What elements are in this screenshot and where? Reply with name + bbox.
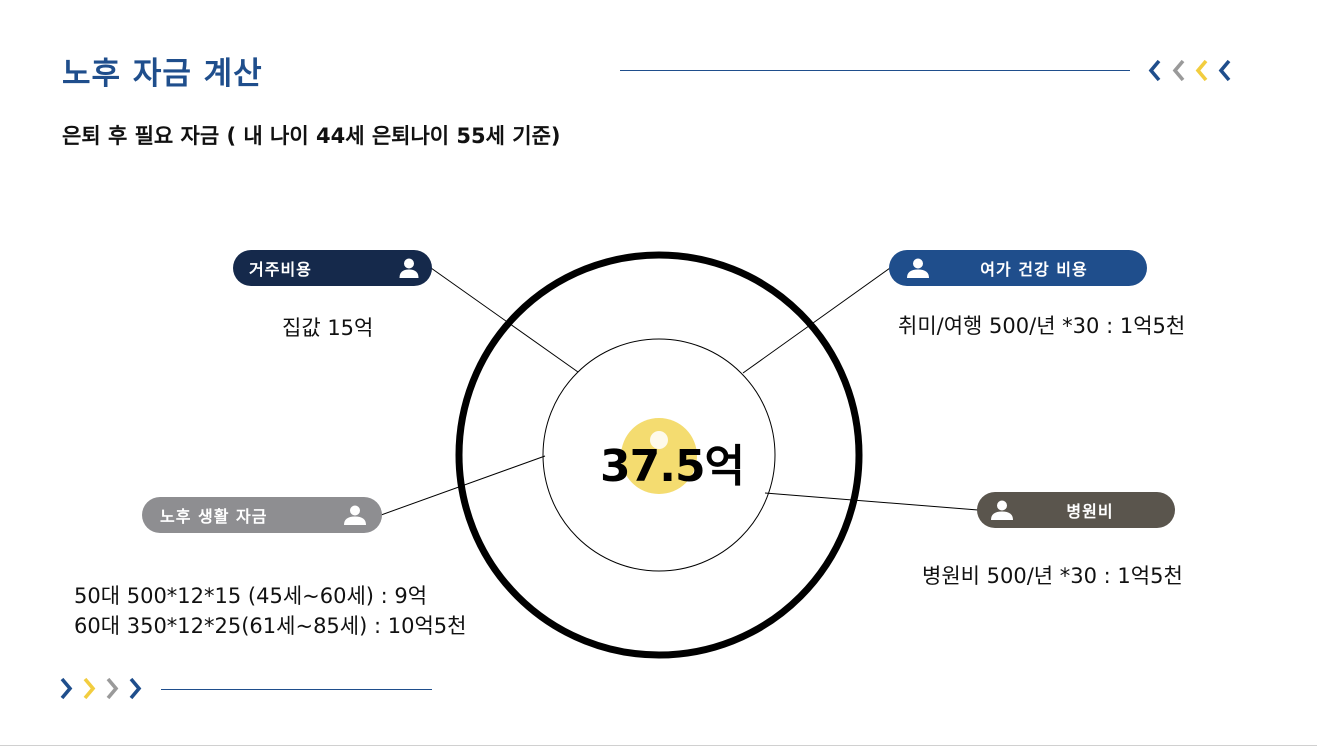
person-icon <box>342 502 368 528</box>
chevron-left-icon <box>1195 59 1208 82</box>
footer-divider <box>161 689 432 690</box>
living-fund-label: 노후 생활 자금 <box>160 507 268 526</box>
center-dot <box>650 431 668 449</box>
housing-cost-label: 거주비용 <box>249 260 312 279</box>
chevron-right-icon <box>106 677 119 700</box>
person-icon <box>396 255 422 281</box>
header-divider <box>620 70 1130 71</box>
chevron-right-icon <box>60 677 73 700</box>
inner-ring <box>542 338 776 572</box>
chevron-left-icon <box>1148 59 1161 82</box>
connector-housing <box>430 267 579 373</box>
chevron-left-icon <box>1218 59 1231 82</box>
connector-living <box>380 455 546 516</box>
total-amount: 37.5억 <box>600 441 745 492</box>
chevron-left-decoration <box>1148 59 1231 82</box>
slide-bottom-border <box>0 745 1317 746</box>
living-fund-detail-line2: 60대 350*12*25(61세~85세) : 10억5천 <box>74 614 467 638</box>
hospital-cost-label: 병원비 <box>1066 502 1114 521</box>
hospital-cost-pill: 병원비 <box>977 492 1175 528</box>
leisure-health-pill: 여가 건강 비용 <box>889 250 1147 286</box>
chevron-right-decoration <box>60 677 142 700</box>
connector-hospital <box>764 492 979 511</box>
chevron-right-icon <box>83 677 96 700</box>
chevron-left-icon <box>1172 59 1185 82</box>
housing-cost-detail: 집값 15억 <box>282 316 374 340</box>
living-fund-pill: 노후 생활 자금 <box>142 497 382 533</box>
chevron-right-icon <box>129 677 142 700</box>
person-icon <box>989 497 1015 523</box>
leisure-health-detail: 취미/여행 500/년 *30 : 1억5천 <box>898 314 1186 338</box>
connector-leisure <box>742 267 891 374</box>
outer-ring <box>455 251 863 659</box>
center-highlight <box>621 418 697 494</box>
page-title: 노후 자금 계산 <box>62 56 263 92</box>
hospital-cost-detail: 병원비 500/년 *30 : 1억5천 <box>922 564 1183 588</box>
living-fund-detail-line1: 50대 500*12*15 (45세~60세) : 9억 <box>74 584 428 608</box>
leisure-health-label: 여가 건강 비용 <box>980 260 1088 279</box>
page-subtitle: 은퇴 후 필요 자금 ( 내 나이 44세 은퇴나이 55세 기준) <box>62 124 561 148</box>
person-icon <box>905 255 931 281</box>
housing-cost-pill: 거주비용 <box>233 250 432 286</box>
